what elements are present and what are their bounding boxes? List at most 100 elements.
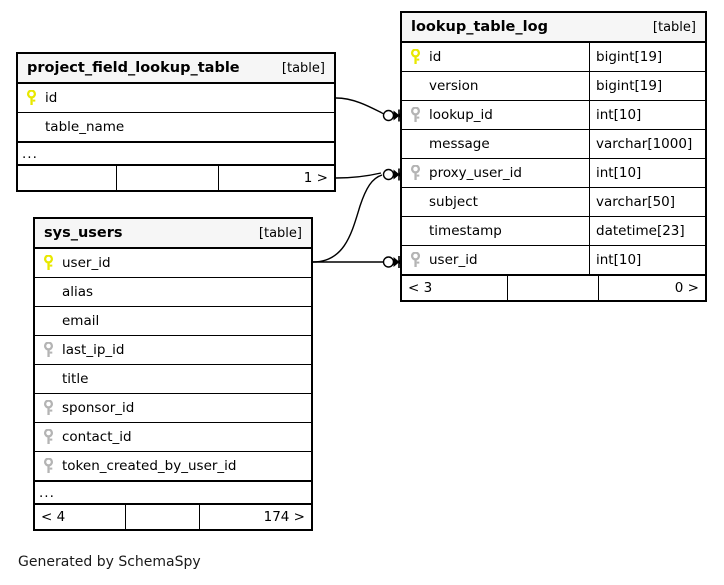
relationship-lookup-id bbox=[335, 97, 406, 122]
column-name-cell: id bbox=[402, 43, 589, 71]
column-name-cell: user_id bbox=[35, 249, 311, 277]
foreign-key-icon bbox=[43, 394, 62, 422]
column-name-cell: sponsor_id bbox=[35, 394, 311, 422]
no-key-spacer bbox=[410, 72, 429, 100]
primary-key-icon bbox=[43, 249, 62, 277]
column-name-text: token_created_by_user_id bbox=[62, 458, 237, 474]
table-row[interactable]: alias bbox=[35, 278, 311, 307]
footer-middle bbox=[116, 166, 218, 190]
table-row[interactable]: id bbox=[18, 84, 334, 113]
footer-children-count[interactable]: 0 > bbox=[598, 276, 705, 300]
column-name-text: lookup_id bbox=[429, 107, 493, 123]
column-name-cell: proxy_user_id bbox=[402, 159, 589, 187]
foreign-key-icon bbox=[43, 423, 62, 451]
table-header: sys_users [table] bbox=[35, 219, 311, 249]
more-columns-indicator: ... bbox=[35, 481, 311, 504]
table-row[interactable]: table_name bbox=[18, 113, 334, 142]
column-name-text: sponsor_id bbox=[62, 400, 135, 416]
column-type-text: bigint[19] bbox=[589, 72, 705, 100]
column-name-cell: email bbox=[35, 307, 311, 335]
column-name-cell: last_ip_id bbox=[35, 336, 311, 364]
foreign-key-icon bbox=[410, 101, 429, 129]
table-columns: user_id alias email bbox=[35, 249, 311, 529]
column-name-text: proxy_user_id bbox=[429, 165, 522, 181]
table-header: lookup_table_log [table] bbox=[402, 13, 705, 43]
foreign-key-icon bbox=[43, 452, 62, 480]
table-row[interactable]: user_id bbox=[35, 249, 311, 278]
table-columns: id bigint[19] version bigint[19] bbox=[402, 43, 705, 300]
no-key-spacer bbox=[410, 130, 429, 158]
column-name-cell: table_name bbox=[18, 113, 334, 141]
relationship-proxy-user-id bbox=[335, 168, 406, 181]
table-title: project_field_lookup_table bbox=[27, 60, 240, 76]
cardinality-zero-circle bbox=[382, 109, 395, 122]
footer-children-count[interactable]: 174 > bbox=[199, 505, 311, 529]
column-name-text: id bbox=[45, 90, 58, 106]
column-name-text: timestamp bbox=[429, 223, 502, 239]
table-row[interactable]: proxy_user_id int[10] bbox=[402, 159, 705, 188]
no-key-spacer bbox=[43, 278, 62, 306]
column-name-text: email bbox=[62, 313, 100, 329]
column-name-cell: contact_id bbox=[35, 423, 311, 451]
table-row[interactable]: sponsor_id bbox=[35, 394, 311, 423]
footer-parents-count[interactable]: < 3 bbox=[408, 280, 433, 296]
column-name-text: title bbox=[62, 371, 89, 387]
table-title: lookup_table_log bbox=[411, 19, 548, 35]
footer-parents-count[interactable]: < 4 bbox=[41, 509, 66, 525]
column-name-text: user_id bbox=[62, 255, 111, 271]
column-name-text: version bbox=[429, 78, 479, 94]
column-name-text: alias bbox=[62, 284, 94, 300]
column-type-text: varchar[1000] bbox=[589, 130, 705, 158]
table-row[interactable]: title bbox=[35, 365, 311, 394]
table-row[interactable]: version bigint[19] bbox=[402, 72, 705, 101]
column-type-text: datetime[23] bbox=[589, 217, 705, 245]
table-footer: < 4 174 > bbox=[35, 504, 311, 529]
table-row[interactable]: contact_id bbox=[35, 423, 311, 452]
diagram-caption: Generated by SchemaSpy bbox=[18, 554, 201, 570]
column-name-text: user_id bbox=[429, 252, 478, 268]
table-row[interactable]: token_created_by_user_id bbox=[35, 452, 311, 481]
footer-parents-count[interactable] bbox=[18, 166, 116, 190]
table-row[interactable]: subject varchar[50] bbox=[402, 188, 705, 217]
more-columns-indicator: ... bbox=[18, 142, 334, 165]
primary-key-icon bbox=[410, 43, 429, 71]
foreign-key-icon bbox=[410, 159, 429, 187]
foreign-key-icon bbox=[410, 246, 429, 274]
column-name-text: message bbox=[429, 136, 490, 152]
column-type-text: varchar[50] bbox=[589, 188, 705, 216]
column-name-text: last_ip_id bbox=[62, 342, 125, 358]
table-lookup_table_log[interactable]: lookup_table_log [table] id bigint[19] bbox=[400, 11, 707, 302]
footer-children-count[interactable]: 1 > bbox=[218, 166, 334, 190]
column-name-cell: timestamp bbox=[402, 217, 589, 245]
relationship-user-id bbox=[313, 255, 406, 269]
column-name-text: id bbox=[429, 49, 442, 65]
column-type-text: int[10] bbox=[589, 159, 705, 187]
table-kind-label: [table] bbox=[281, 60, 325, 76]
no-key-spacer bbox=[26, 113, 45, 141]
no-key-spacer bbox=[410, 217, 429, 245]
column-name-cell: id bbox=[18, 84, 334, 112]
table-row[interactable]: user_id int[10] bbox=[402, 246, 705, 275]
foreign-key-icon bbox=[43, 336, 62, 364]
table-row[interactable]: timestamp datetime[23] bbox=[402, 217, 705, 246]
table-project_field_lookup_table[interactable]: project_field_lookup_table [table] id bbox=[16, 52, 336, 192]
no-key-spacer bbox=[410, 188, 429, 216]
table-row[interactable]: email bbox=[35, 307, 311, 336]
column-name-cell: alias bbox=[35, 278, 311, 306]
column-name-cell: subject bbox=[402, 188, 589, 216]
column-name-cell: message bbox=[402, 130, 589, 158]
table-kind-label: [table] bbox=[258, 225, 302, 241]
table-row[interactable]: message varchar[1000] bbox=[402, 130, 705, 159]
table-row[interactable]: lookup_id int[10] bbox=[402, 101, 705, 130]
table-kind-label: [table] bbox=[652, 19, 696, 35]
table-row[interactable]: last_ip_id bbox=[35, 336, 311, 365]
column-type-text: bigint[19] bbox=[589, 43, 705, 71]
primary-key-icon bbox=[26, 84, 45, 112]
footer-middle bbox=[125, 505, 199, 529]
table-row[interactable]: id bigint[19] bbox=[402, 43, 705, 72]
cardinality-zero-circle bbox=[382, 168, 395, 181]
table-sys_users[interactable]: sys_users [table] user_id bbox=[33, 217, 313, 531]
column-type-text: int[10] bbox=[589, 101, 705, 129]
cardinality-zero-circle bbox=[382, 256, 395, 268]
